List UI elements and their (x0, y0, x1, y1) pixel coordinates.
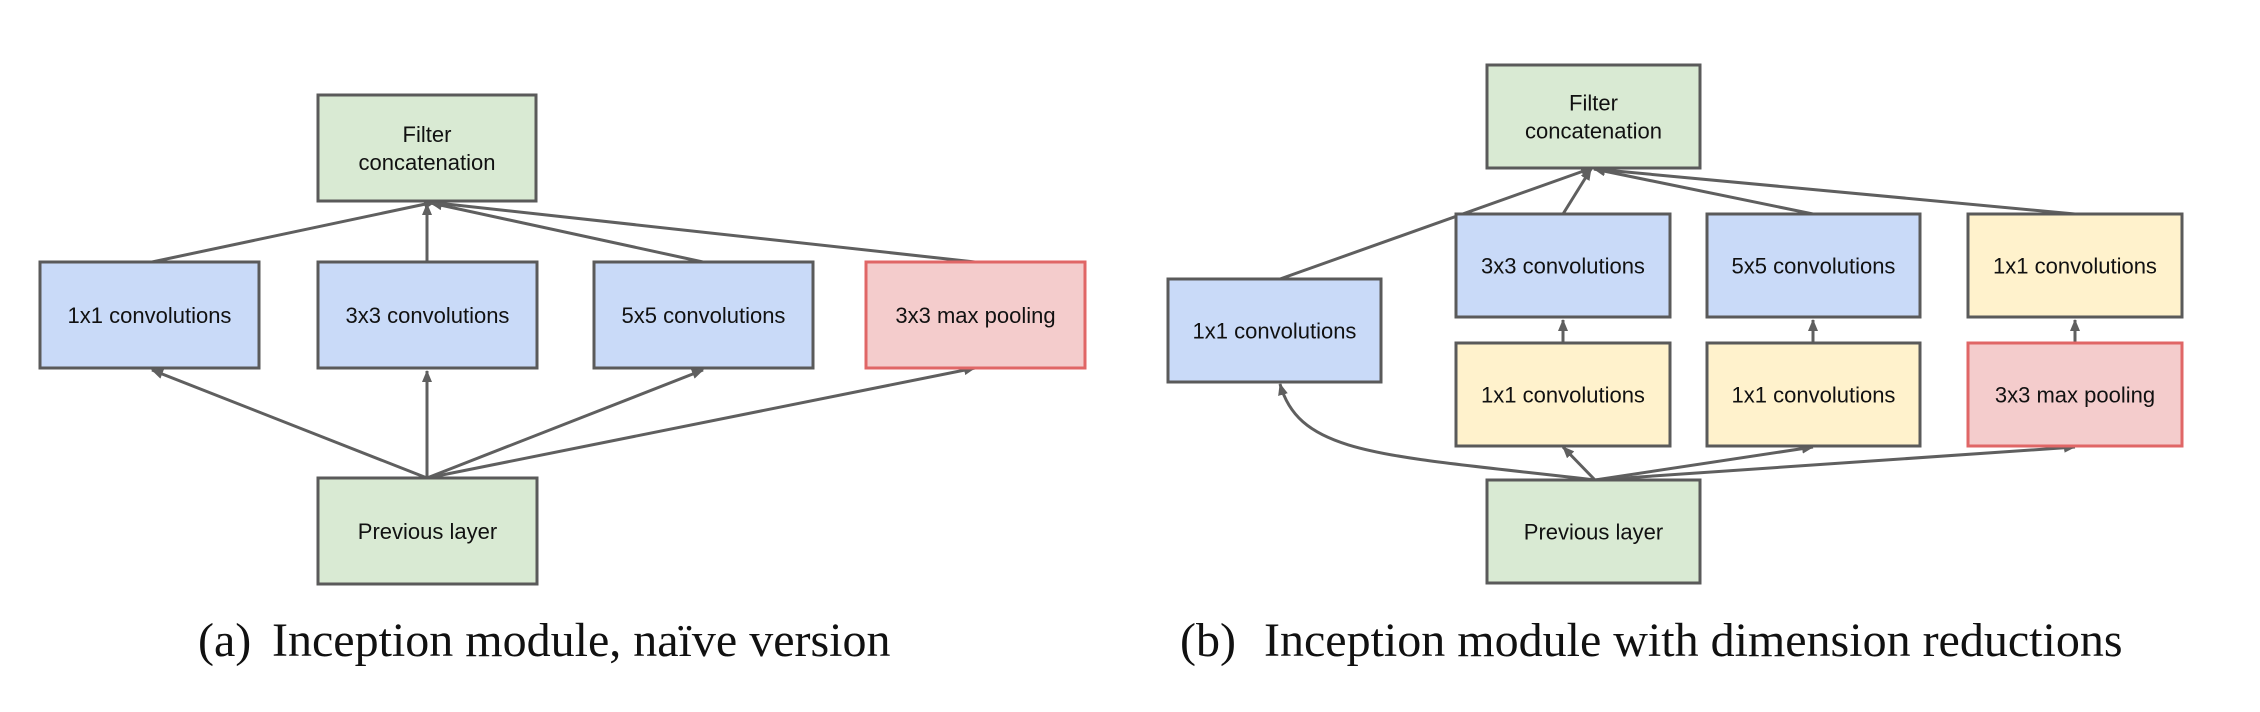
node-label: 1x1 convolutions (1481, 383, 1645, 408)
node-b-red5: 1x1 convolutions (1705, 341, 1922, 448)
edge-arrow-18 (1594, 443, 1814, 482)
node-b-concat: Filter concatenation (1485, 63, 1702, 170)
node-box (864, 260, 1087, 370)
node-a-conv3: 3x3 convolutions (316, 260, 539, 370)
node-b-conv3: 3x3 convolutions (1454, 212, 1672, 319)
edge-arrow-9 (1279, 166, 1593, 281)
node-label: 3x3 max pooling (895, 303, 1055, 328)
node-box (316, 476, 539, 586)
node-label: Filter (1569, 91, 1618, 116)
node-label: Filter (403, 122, 452, 147)
edge-arrow-1 (151, 199, 436, 264)
node-a-concat: Filter concatenation (316, 93, 538, 203)
caption-a-text: Inception module, naïve version (272, 614, 891, 667)
edge-arrow-10 (1561, 168, 1593, 215)
node-b-pool: 3x3 max pooling (1966, 341, 2184, 448)
node-box (316, 93, 538, 203)
node-b-prev: Previous layer (1485, 478, 1702, 585)
edge-arrow-19 (1594, 442, 2076, 482)
caption-a-tag: (a) (198, 614, 251, 667)
nodes-layer: Filter concatenation 1x1 convolutions 3x3 c… (38, 63, 2184, 586)
edge-arrow-17 (1561, 445, 1597, 482)
node-a-prev: Previous layer (316, 476, 539, 586)
node-label: 1x1 convolutions (68, 303, 232, 328)
node-label: Previous layer (358, 519, 497, 544)
node-label: 5x5 convolutions (1732, 254, 1896, 279)
node-b-proj: 1x1 convolutions (1966, 212, 2184, 319)
edges-layer (151, 165, 2080, 482)
node-box (592, 260, 815, 370)
edge-arrow-4 (427, 198, 976, 264)
node-box (1705, 212, 1922, 319)
node-label: Previous layer (1524, 520, 1663, 545)
node-label: concatenation (1525, 119, 1662, 144)
edge-arrow-5 (151, 368, 428, 480)
node-box (1966, 212, 2184, 319)
edge-arrow-3 (430, 200, 704, 264)
node-b-conv5: 5x5 convolutions (1705, 212, 1922, 319)
node-box (38, 260, 261, 370)
caption-b-text: Inception module with dimension reductio… (1264, 614, 2123, 667)
node-label: 1x1 convolutions (1732, 383, 1896, 408)
node-box (1705, 341, 1922, 448)
node-label: 3x3 convolutions (1481, 254, 1645, 279)
node-box (316, 260, 539, 370)
caption-b-tag: (b) (1180, 614, 1236, 667)
node-b-conv1: 1x1 convolutions (1166, 277, 1383, 384)
node-box (1966, 341, 2184, 448)
node-box (1485, 63, 1702, 170)
node-label: 5x5 convolutions (622, 303, 786, 328)
node-a-conv5: 5x5 convolutions (592, 260, 815, 370)
node-box (1454, 341, 1672, 448)
captions-layer: (a) Inception module, naïve version (b) … (198, 614, 2123, 667)
node-label: 1x1 convolutions (1993, 254, 2157, 279)
node-box (1454, 212, 1672, 319)
node-box (1166, 277, 1383, 384)
edge-arrow-16 (1278, 383, 1596, 482)
node-label: 3x3 max pooling (1995, 383, 2155, 408)
node-label: 3x3 convolutions (346, 303, 510, 328)
node-label: concatenation (359, 150, 496, 175)
node-a-pool: 3x3 max pooling (864, 260, 1087, 370)
edge-arrow-11 (1593, 166, 1814, 216)
node-label: 1x1 convolutions (1193, 319, 1357, 344)
edge-arrow-8 (426, 365, 976, 480)
node-b-red3: 1x1 convolutions (1454, 341, 1672, 448)
edge-arrow-7 (426, 368, 704, 480)
node-box (1485, 478, 1702, 585)
edge-arrow-12 (1593, 165, 2076, 216)
node-a-conv1: 1x1 convolutions (38, 260, 261, 370)
